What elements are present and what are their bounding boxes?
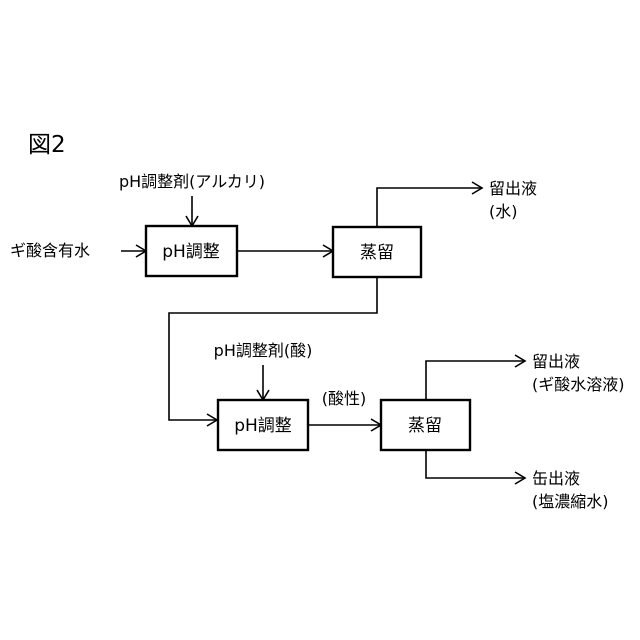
unit-distillation-1-label: 蒸留 [360, 243, 394, 263]
unit-ph-adjust-2-label: pH調整 [234, 416, 292, 436]
alkali-adjuster-label: pH調整剤(アルカリ) [119, 172, 265, 191]
distillate2-label-line1: 留出液 [532, 352, 580, 371]
distillate1-line [376, 187, 481, 227]
distillate2-line [425, 360, 524, 400]
acidic-note-label: (酸性) [322, 389, 367, 408]
bottoms1-to-ph2-line [168, 277, 378, 421]
unit-ph-adjust-1 [144, 224, 239, 278]
distillate1-label-line2: (水) [489, 202, 518, 221]
acid-adjuster-label: pH調整剤(酸) [214, 341, 313, 360]
figure-title: 図2 [28, 132, 66, 158]
unit-distillation-2-label: 蒸留 [408, 416, 442, 436]
distillate2-arrow-icon [514, 354, 527, 368]
bottoms2-label-line2: (塩濃縮水) [532, 492, 609, 511]
unit-ph-adjust-1-label: pH調整 [162, 242, 220, 262]
feed-stream-label: ギ酸含有水 [10, 241, 90, 260]
unit-distillation-1 [331, 225, 423, 279]
distillate1-label-line1: 留出液 [489, 179, 537, 198]
bottoms2-arrow-icon [514, 471, 527, 485]
bottoms2-label-line1: 缶出液 [532, 469, 580, 488]
distillate2-label-line2: (ギ酸水溶液) [532, 375, 625, 394]
distillate1-arrow-icon [471, 181, 484, 195]
bottoms2-line [425, 450, 524, 479]
